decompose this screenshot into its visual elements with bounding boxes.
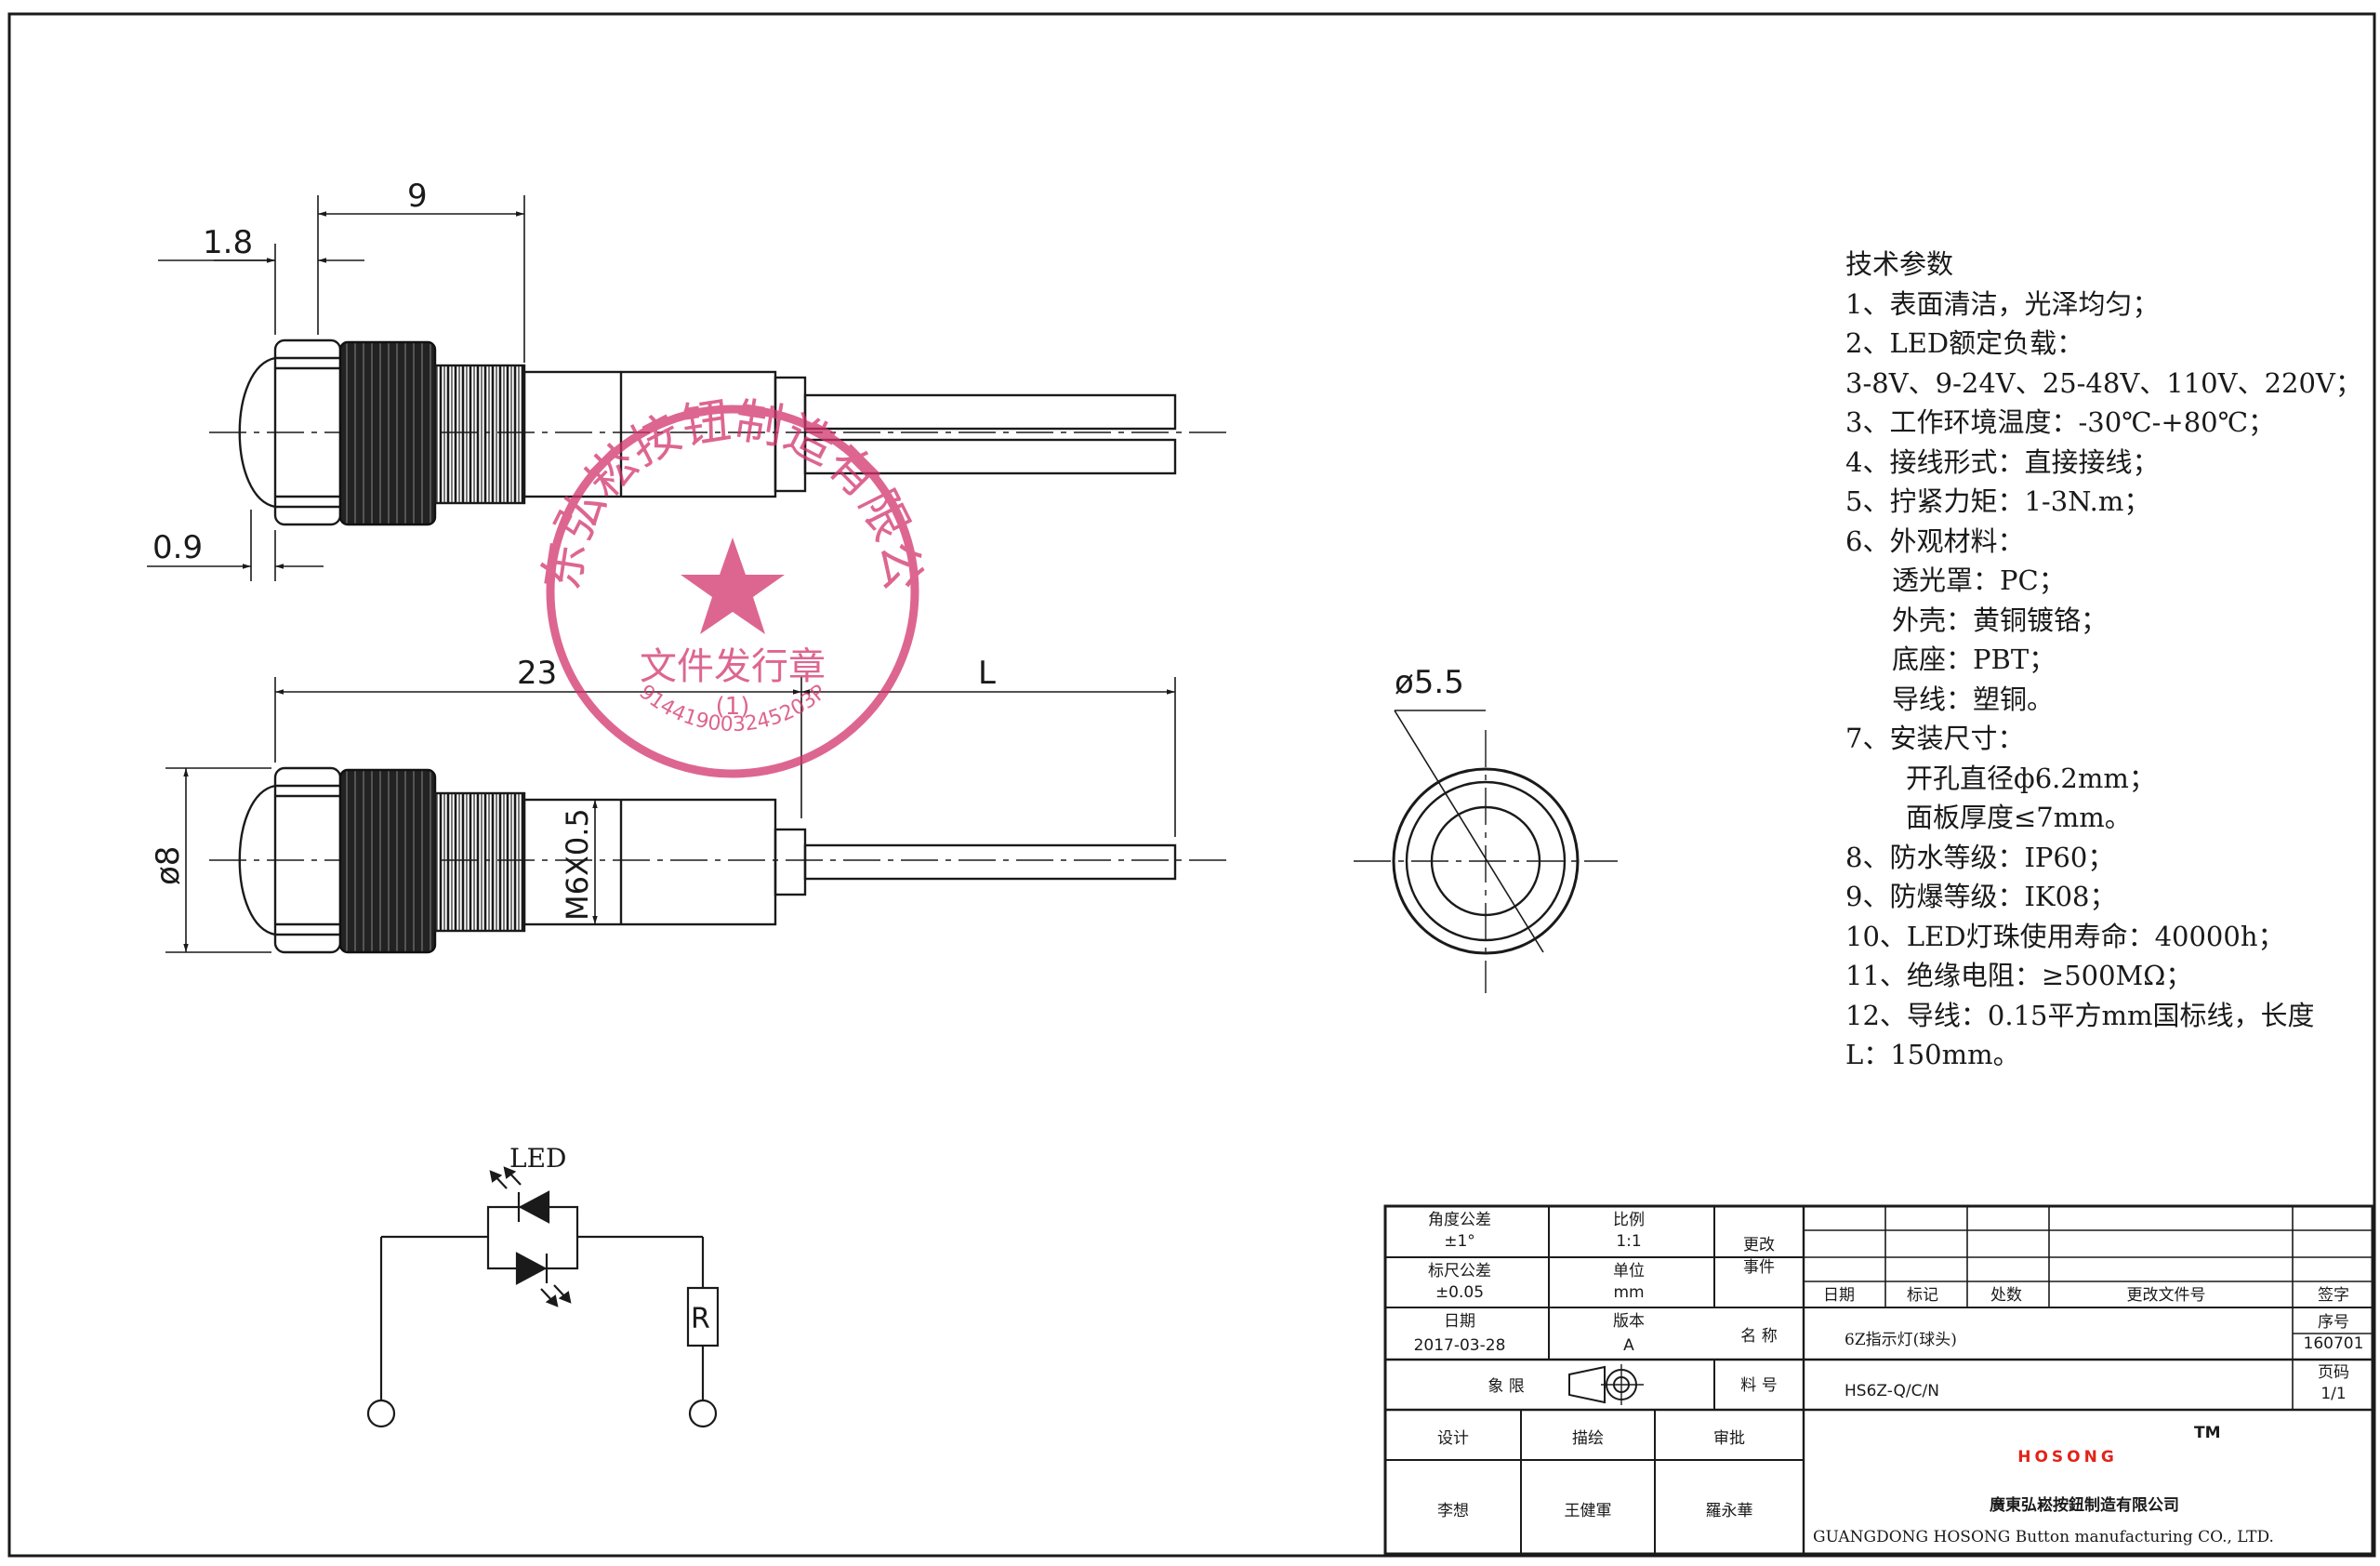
- spec-item: 导线：塑铜。: [1892, 683, 2055, 715]
- brand-logo: HOSONG: [2017, 1448, 2118, 1466]
- tb-version-label: 版本: [1613, 1312, 1645, 1331]
- spec-item: 6、外观材料：: [1845, 524, 2025, 557]
- tb-drafter: 王健軍: [1565, 1502, 1612, 1520]
- tb-quadrant-label: 象 限: [1488, 1377, 1524, 1396]
- tb-approver: 羅永華: [1706, 1502, 1753, 1520]
- led-label: LED: [509, 1143, 566, 1174]
- brand-tm: TM: [2194, 1424, 2221, 1442]
- spec-item: 开孔直径ф6.2mm；: [1906, 762, 2156, 794]
- side-view-bottom: [209, 766, 1232, 954]
- spec-item: 12、导线：0.15平方mm国标线，长度: [1845, 999, 2315, 1031]
- tb-name-value: 6Z指示灯(球头): [1844, 1331, 1957, 1349]
- stamp-center-text: 文件发行章: [640, 645, 826, 688]
- tb-unit-label: 单位: [1613, 1262, 1645, 1281]
- tb-serial-label: 序号: [2318, 1313, 2349, 1332]
- rev-header-sign: 签字: [2318, 1286, 2349, 1305]
- front-view: [1354, 710, 1618, 993]
- tb-date-label: 日期: [1444, 1312, 1475, 1331]
- spec-item: 面板厚度≤7mm。: [1906, 802, 2132, 833]
- tb-draw-label: 描绘: [1572, 1429, 1604, 1448]
- tb-design-label: 设计: [1437, 1429, 1469, 1448]
- spec-item: 透光罩：PC；: [1892, 564, 2066, 596]
- spec-item: 11、绝缘电阻：≥500MΩ；: [1845, 960, 2193, 991]
- stamp-company-text: 广东弘崧按钮制造有限公司: [0, 0, 931, 594]
- rev-header-mark: 标记: [1907, 1286, 1938, 1305]
- spec-item: 8、防水等级：IP60；: [1845, 841, 2115, 873]
- tb-name-label: 名 称: [1740, 1327, 1777, 1346]
- dimensions-bottom: [165, 677, 1176, 953]
- tb-designer: 李想: [1437, 1502, 1469, 1520]
- tb-size-tol-value: ±0.05: [1435, 1283, 1484, 1302]
- spec-item: 9、防爆等级：IK08；: [1845, 881, 2117, 912]
- tb-part-value: HS6Z-Q/C/N: [1844, 1382, 1939, 1400]
- tb-approve-label: 审批: [1713, 1429, 1745, 1448]
- led-diode-1: [489, 1166, 550, 1224]
- tb-change-event-2: 事件: [1743, 1258, 1775, 1277]
- dim-9: 9: [407, 178, 428, 215]
- specs-title: 技术参数: [1845, 248, 1954, 280]
- spec-item: 1、表面清洁，光泽均匀；: [1845, 287, 2160, 320]
- spec-item: 7、安装尺寸：: [1845, 723, 2025, 754]
- spec-item: 5、拧紧力矩：1-3N.m；: [1845, 485, 2151, 517]
- led-diode-2: [515, 1252, 572, 1307]
- spec-item: 底座：PBT；: [1892, 644, 2056, 675]
- circuit-diagram: [366, 1166, 720, 1428]
- tb-serial-value: 160701: [2304, 1334, 2364, 1353]
- wire-2: [803, 438, 1177, 475]
- tb-unit-value: mm: [1613, 1283, 1644, 1302]
- tb-page-label: 页码: [2318, 1363, 2349, 1382]
- base: [774, 376, 807, 493]
- spec-item: 4、接线形式：直接接线；: [1845, 445, 2160, 478]
- spec-item: L：150mm。: [1845, 1039, 2020, 1070]
- spec-item: 10、LED灯珠使用寿命：40000h；: [1845, 920, 2285, 952]
- tb-angle-tol-value: ±1°: [1444, 1232, 1475, 1251]
- dim-1-8: 1.8: [203, 224, 253, 261]
- tb-version-value: A: [1623, 1336, 1634, 1355]
- tb-date-value: 2017-03-28: [1414, 1336, 1506, 1355]
- company-name-en: GUANGDONG HOSONG Button manufacturing CO…: [1813, 1528, 2274, 1546]
- dim-dia-5-5: ø5.5: [1395, 664, 1464, 701]
- sheet-border: [7, 12, 2376, 1558]
- tech-specs: 技术参数 1、表面清洁，光泽均匀； 2、LED额定负载： 3-8V、9-24V、…: [1845, 245, 2366, 1075]
- thread: [433, 364, 526, 505]
- company-name-cn: 廣東弘崧按鈕制造有限公司: [1990, 1495, 2179, 1515]
- dim-23: 23: [517, 655, 557, 692]
- resistor-label: R: [691, 1303, 710, 1335]
- dim-thread: M6X0.5: [560, 808, 595, 921]
- stamp-sub-text: (1): [716, 693, 750, 721]
- dim-L: L: [978, 655, 996, 692]
- spec-item: 2、LED额定负载：: [1845, 327, 2084, 359]
- knurled-nut: [338, 340, 437, 526]
- side-view-top: [209, 338, 1232, 526]
- tb-angle-tol-label: 角度公差: [1428, 1211, 1491, 1229]
- tb-change-event-1: 更改: [1743, 1236, 1775, 1254]
- rev-header-file: 更改文件号: [2127, 1286, 2206, 1305]
- spec-item: 3、工作环境温度：-30℃-+80℃；: [1845, 406, 2276, 438]
- spec-item: 3-8V、9-24V、25-48V、110V、220V；: [1845, 366, 2362, 399]
- dimensions-top: [147, 195, 525, 581]
- projection-symbol-icon: [1568, 1364, 1644, 1405]
- tb-scale-label: 比例: [1613, 1211, 1645, 1229]
- dim-0-9: 0.9: [152, 529, 203, 566]
- dome-lens: [238, 356, 276, 509]
- rev-header-date: 日期: [1823, 1286, 1855, 1305]
- wire-1: [803, 393, 1177, 431]
- tb-page-value: 1/1: [2320, 1385, 2346, 1403]
- tb-size-tol-label: 标尺公差: [1428, 1262, 1491, 1281]
- title-block: 角度公差 ±1° 比例 1:1 更改 事件 标尺公差 ±0.05 单位 mm 日…: [1383, 1204, 2374, 1556]
- spec-item: 外壳：黄铜镀铬；: [1892, 604, 2109, 636]
- dim-dia-8: ø8: [150, 846, 187, 885]
- tb-part-label: 料 号: [1740, 1376, 1777, 1395]
- tb-scale-value: 1:1: [1616, 1232, 1641, 1251]
- rev-header-count: 处数: [1990, 1286, 2022, 1305]
